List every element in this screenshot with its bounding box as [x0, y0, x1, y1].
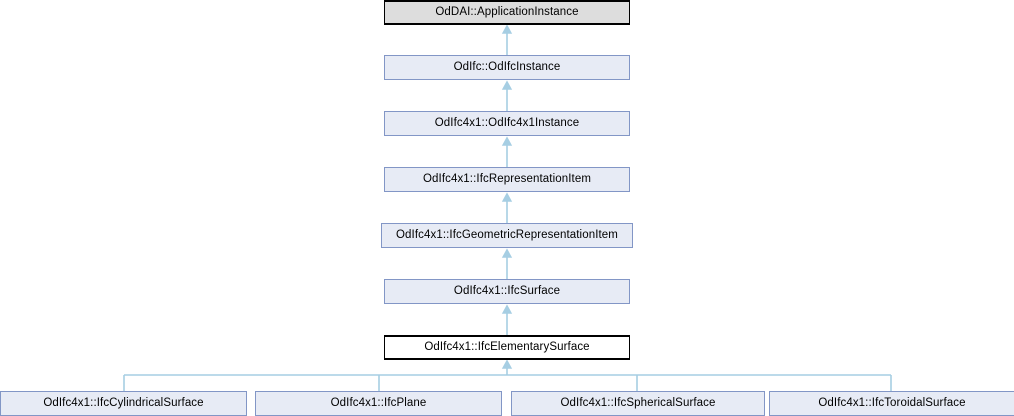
- edge-arrowhead: [501, 248, 513, 258]
- class-node-label: OdIfc4x1::IfcSphericalSurface: [560, 396, 716, 409]
- edge-arrowhead: [501, 304, 513, 314]
- class-node-label: OdIfc4x1::IfcSurface: [453, 284, 561, 297]
- class-node-label: OdIfc4x1::IfcToroidalSurface: [818, 396, 966, 409]
- class-node-od-dai-application-instance[interactable]: OdDAI::ApplicationInstance: [384, 0, 630, 25]
- class-node-ifc-cylindrical-surface[interactable]: OdIfc4x1::IfcCylindricalSurface: [0, 391, 247, 416]
- class-node-label: OdDAI::ApplicationInstance: [435, 5, 579, 18]
- class-node-label: OdIfc4x1::IfcGeometricRepresentationItem: [396, 228, 618, 241]
- class-node-ifc-elementary-surface[interactable]: OdIfc4x1::IfcElementarySurface: [384, 335, 630, 360]
- class-node-label: OdIfc4x1::IfcElementarySurface: [424, 340, 590, 353]
- class-node-od-ifc-instance[interactable]: OdIfc::OdIfcInstance: [384, 55, 630, 80]
- class-node-od-ifc4x1-instance[interactable]: OdIfc4x1::OdIfc4x1Instance: [384, 111, 630, 136]
- class-node-label: OdIfc::OdIfcInstance: [453, 60, 561, 73]
- edge-arrowhead: [501, 192, 513, 202]
- class-node-label: OdIfc4x1::IfcRepresentationItem: [422, 172, 591, 185]
- class-node-ifc-spherical-surface[interactable]: OdIfc4x1::IfcSphericalSurface: [511, 391, 765, 416]
- class-node-ifc-geometric-representation-item[interactable]: OdIfc4x1::IfcGeometricRepresentationItem: [381, 223, 633, 248]
- class-node-label: OdIfc4x1::IfcCylindricalSurface: [43, 396, 204, 409]
- edge-arrowhead: [501, 136, 513, 146]
- edge-arrowhead: [501, 359, 513, 369]
- class-node-label: OdIfc4x1::OdIfc4x1Instance: [434, 116, 580, 129]
- class-node-ifc-surface[interactable]: OdIfc4x1::IfcSurface: [384, 279, 630, 304]
- class-node-label: OdIfc4x1::IfcPlane: [330, 396, 427, 409]
- class-node-ifc-plane[interactable]: OdIfc4x1::IfcPlane: [255, 391, 502, 416]
- class-node-ifc-representation-item[interactable]: OdIfc4x1::IfcRepresentationItem: [384, 167, 630, 192]
- edge-arrowhead: [501, 80, 513, 90]
- class-node-ifc-toroidal-surface[interactable]: OdIfc4x1::IfcToroidalSurface: [769, 391, 1014, 416]
- edge-arrowhead: [501, 24, 513, 34]
